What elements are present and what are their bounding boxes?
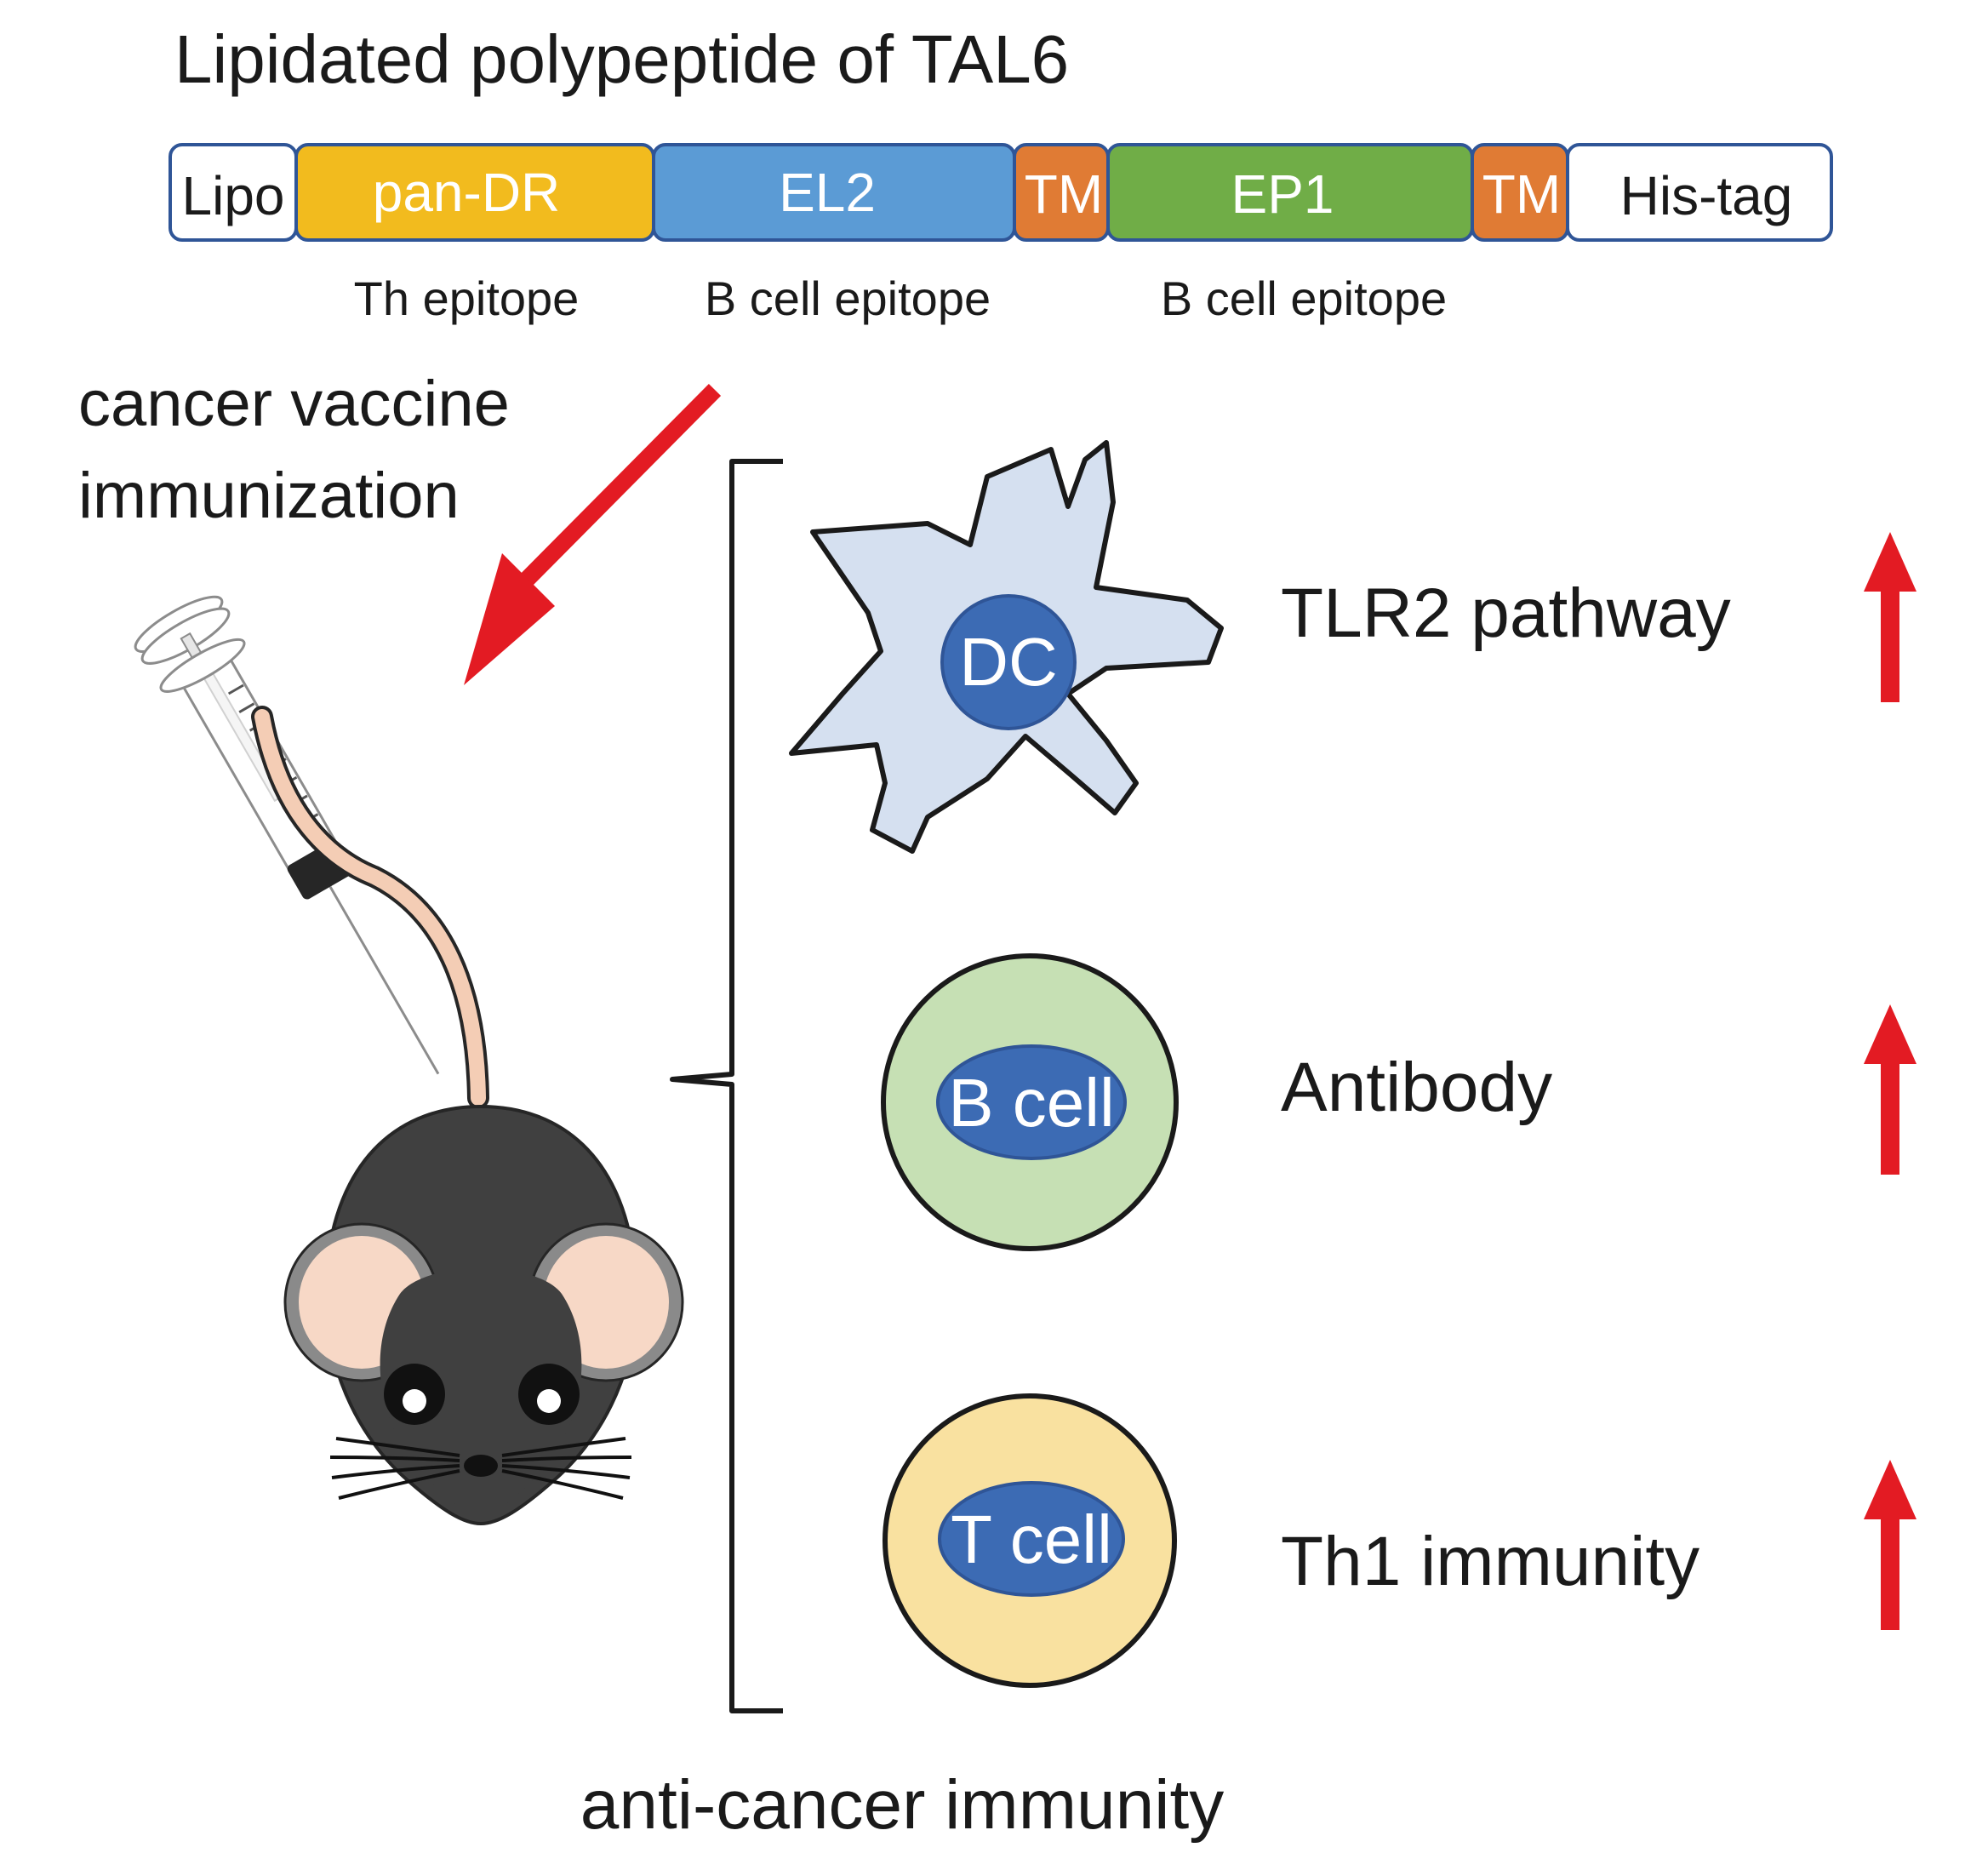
b-cell: B cell	[881, 953, 1179, 1251]
b-cell-label: B cell	[948, 1065, 1115, 1141]
mouse-tail	[251, 706, 489, 1109]
epitope-label-th: Th epitope	[354, 272, 580, 325]
syringe-icon	[134, 595, 440, 1075]
t-cell: T cell	[883, 1393, 1177, 1688]
effect-label-tlr2: TLR2 pathway	[1281, 575, 1731, 652]
dendritic-cell-nucleus	[940, 594, 1077, 730]
outcome-label: anti-cancer immunity	[580, 1766, 1224, 1844]
segment-el2-label: EL2	[779, 162, 876, 223]
b-cell-nucleus	[936, 1044, 1127, 1160]
figure-title: Lipidated polypeptide of TAL6	[174, 21, 1069, 97]
immunization-arrow-head	[464, 553, 555, 685]
immunization-arrow-shaft	[504, 383, 722, 603]
dendritic-cell: DC	[789, 440, 1224, 854]
bracket	[670, 459, 783, 1713]
immunization-arrow	[464, 383, 722, 685]
t-cell-nucleus	[938, 1481, 1125, 1597]
segment-lipo-label: Lipo	[182, 165, 285, 226]
mouse-icon	[283, 1104, 684, 1526]
segment-tm-1-label: TM	[1025, 163, 1103, 225]
construct-bar: Lipo pan-DR EL2 TM EP1 TM His-tag	[169, 143, 1833, 242]
effect-label-antibody: Antibody	[1281, 1049, 1552, 1126]
effect-label-th1: Th1 immunity	[1281, 1523, 1699, 1600]
up-arrow-tlr2	[1864, 532, 1916, 702]
epitope-label-b-cell-1: B cell epitope	[705, 272, 991, 325]
dendritic-cell-label: DC	[959, 624, 1058, 700]
segment-ep1-label: EP1	[1231, 163, 1334, 225]
up-arrow-th1	[1864, 1460, 1916, 1630]
t-cell-label: T cell	[951, 1501, 1112, 1577]
epitope-label-b-cell-2: B cell epitope	[1161, 272, 1447, 325]
immunization-line-1: cancer vaccine	[78, 368, 510, 440]
immunization-line-2: immunization	[78, 460, 460, 532]
segment-tm-2-label: TM	[1482, 163, 1561, 225]
segment-pan-dr-label: pan-DR	[373, 162, 561, 223]
segment-his-tag-label: His-tag	[1620, 165, 1793, 226]
up-arrow-antibody	[1864, 1004, 1916, 1175]
segment-his-tag	[1566, 143, 1833, 242]
